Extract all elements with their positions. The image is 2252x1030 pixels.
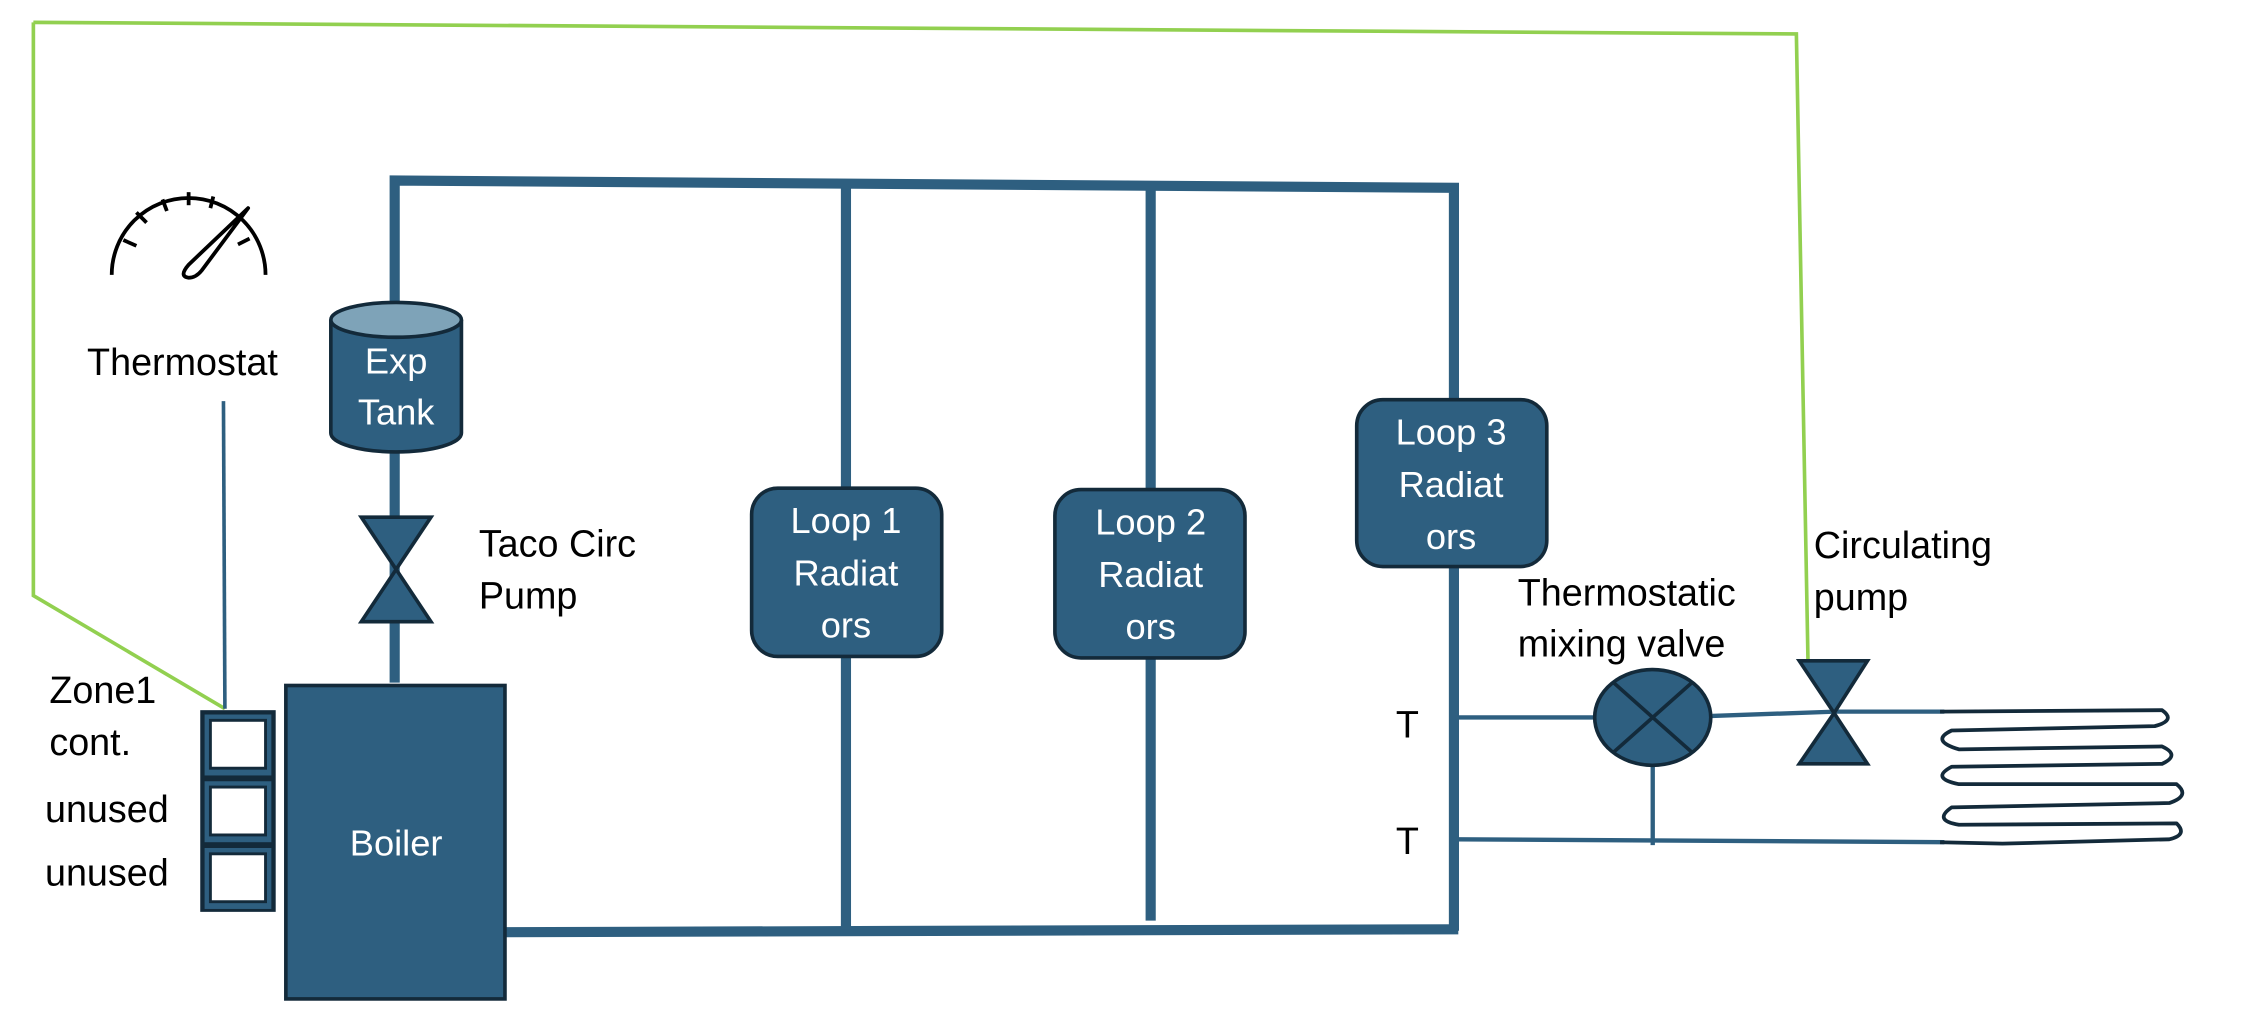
taco-pump-label-2: Pump xyxy=(479,575,578,617)
exp-tank-label-2: Tank xyxy=(358,391,435,432)
loop2-label-3: ors xyxy=(1125,606,1175,647)
control-wire xyxy=(33,20,1810,661)
radiant-coil-icon xyxy=(1939,708,2185,846)
taco-pump-valve-icon xyxy=(357,515,435,624)
expansion-tank: Exp Tank xyxy=(329,300,464,454)
zone1-label-2: cont. xyxy=(49,721,131,763)
loop3-radiators: Loop 3 Radiat ors xyxy=(1354,397,1549,569)
return-pipe xyxy=(506,924,1459,938)
loop3-label-3: ors xyxy=(1426,516,1476,557)
zone3-label: unused xyxy=(45,852,169,894)
loop2-radiators: Loop 2 Radiat ors xyxy=(1053,487,1247,660)
loop1-label-3: ors xyxy=(821,605,871,646)
loop1-label-1: Loop 1 xyxy=(790,500,901,541)
circulating-pump-label-2: pump xyxy=(1814,576,1908,618)
loop2-label-2: Radiat xyxy=(1098,554,1203,595)
loop1-radiators: Loop 1 Radiat ors xyxy=(749,486,944,659)
boiler: Boiler xyxy=(284,683,507,1001)
mixing-valve-label-1: Thermostatic xyxy=(1518,572,1736,614)
boiler-label: Boiler xyxy=(350,822,443,863)
loop1-label-2: Radiat xyxy=(794,552,899,593)
zone2-label: unused xyxy=(45,788,169,830)
loop2-label-1: Loop 2 xyxy=(1095,502,1206,543)
loop3-label-2: Radiat xyxy=(1399,464,1504,505)
radiant-return-pipe xyxy=(1455,837,1945,845)
taco-pump-label-1: Taco Circ xyxy=(479,522,636,564)
exp-tank-label-1: Exp xyxy=(365,341,428,382)
thermostat-wire xyxy=(221,401,227,709)
loop3-label-1: Loop 3 xyxy=(1396,412,1507,453)
zone1-label-1: Zone1 xyxy=(49,669,156,711)
tee-label-return: T xyxy=(1396,820,1419,862)
tee-label-supply: T xyxy=(1396,704,1419,746)
mixing-valve-label-2: mixing valve xyxy=(1518,622,1726,664)
circulating-pump-valve-icon xyxy=(1795,659,1871,766)
mixing-valve-icon xyxy=(1592,667,1713,768)
thermostat-label: Thermostat xyxy=(87,341,278,383)
gauge-icon xyxy=(109,192,268,280)
radiant-mix-pipe xyxy=(1712,709,1836,719)
control-wire-zone xyxy=(31,22,226,711)
zone-control-panel xyxy=(200,710,276,912)
circulating-pump-label-1: Circulating xyxy=(1814,524,1992,566)
